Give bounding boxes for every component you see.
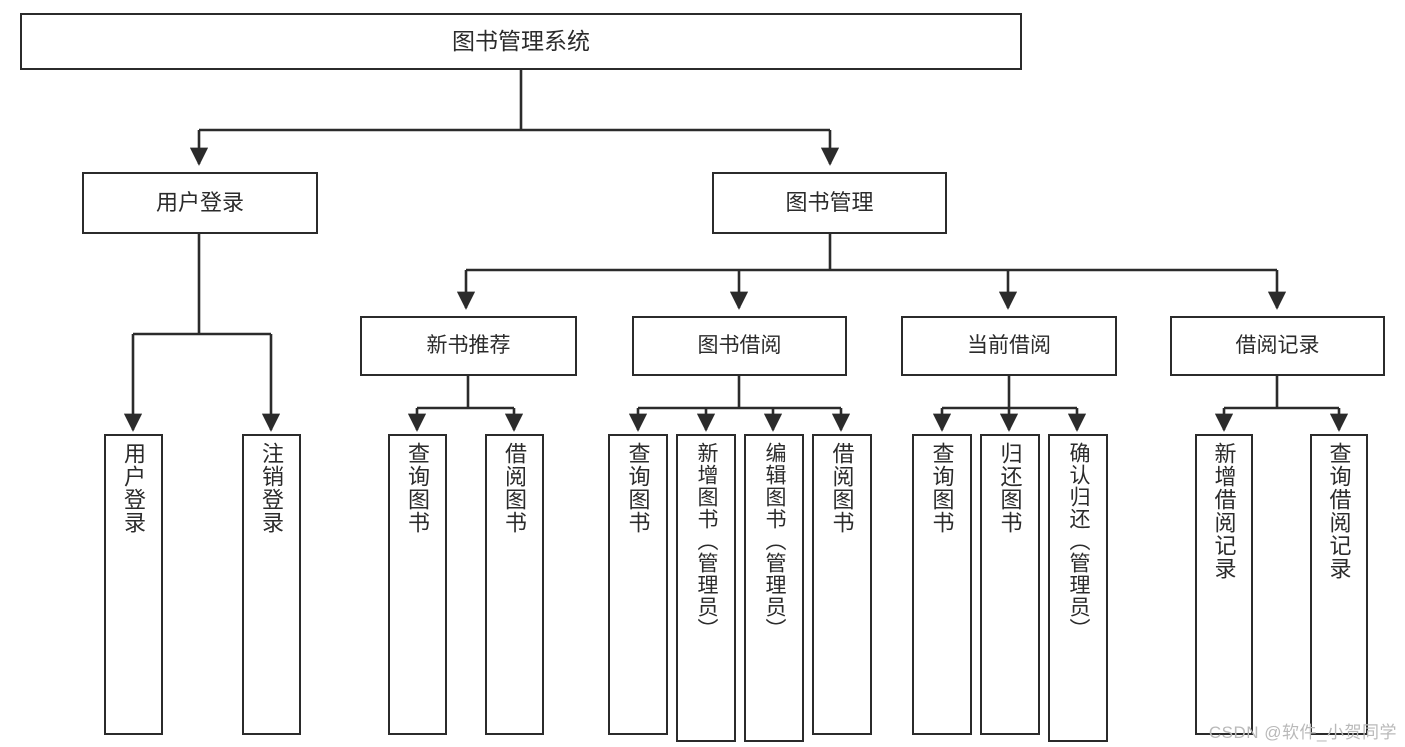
node-user-login-leaf[interactable]: 用户登录 xyxy=(104,434,163,735)
node-label: 查询图书 xyxy=(405,442,431,534)
node-add-book[interactable]: 新增图书（管理员） xyxy=(676,434,736,742)
node-confirm-return[interactable]: 确认归还（管理员） xyxy=(1048,434,1108,742)
node-label: 归还图书 xyxy=(997,442,1023,534)
node-edit-book[interactable]: 编辑图书（管理员） xyxy=(744,434,804,742)
node-add-borrow-record[interactable]: 新增借阅记录 xyxy=(1195,434,1253,735)
node-label: 新增借阅记录 xyxy=(1211,442,1237,580)
node-label: 查询图书 xyxy=(929,442,955,534)
node-query-book-borrow[interactable]: 查询图书 xyxy=(608,434,668,735)
node-label: 借阅图书 xyxy=(502,442,528,534)
node-label: 借阅图书 xyxy=(829,442,855,534)
node-label: 图书管理系统 xyxy=(452,27,590,54)
node-label: 新书推荐 xyxy=(426,333,511,357)
node-label: 编辑图书（管理员） xyxy=(763,442,787,640)
csdn-watermark: CSDN @软件_小贺同学 xyxy=(1208,723,1397,742)
node-label: 注销登录 xyxy=(259,442,285,534)
node-book-management[interactable]: 图书管理 xyxy=(712,172,947,234)
node-label: 用户登录 xyxy=(155,190,244,216)
node-label: 用户登录 xyxy=(121,442,147,534)
node-label: 借阅记录 xyxy=(1235,333,1320,357)
node-query-book-recommend[interactable]: 查询图书 xyxy=(388,434,447,735)
node-label: 图书借阅 xyxy=(697,333,782,357)
node-query-borrow-record[interactable]: 查询借阅记录 xyxy=(1310,434,1368,735)
node-label: 查询图书 xyxy=(625,442,651,534)
node-borrow-book[interactable]: 借阅图书 xyxy=(812,434,872,735)
node-root-book-management-system[interactable]: 图书管理系统 xyxy=(20,13,1022,70)
node-current-borrow[interactable]: 当前借阅 xyxy=(901,316,1117,376)
node-user-login[interactable]: 用户登录 xyxy=(82,172,318,234)
node-label: 当前借阅 xyxy=(967,333,1051,357)
node-label: 确认归还（管理员） xyxy=(1067,442,1091,640)
node-book-borrow[interactable]: 图书借阅 xyxy=(632,316,847,376)
node-label: 新增图书（管理员） xyxy=(695,442,719,640)
node-new-book-recommend[interactable]: 新书推荐 xyxy=(360,316,577,376)
node-label: 图书管理 xyxy=(785,190,874,216)
node-return-book[interactable]: 归还图书 xyxy=(980,434,1040,735)
node-query-book-current[interactable]: 查询图书 xyxy=(912,434,972,735)
node-label: 查询借阅记录 xyxy=(1326,442,1352,580)
node-borrow-book-recommend[interactable]: 借阅图书 xyxy=(485,434,544,735)
node-logout-leaf[interactable]: 注销登录 xyxy=(242,434,301,735)
node-borrow-record[interactable]: 借阅记录 xyxy=(1170,316,1385,376)
